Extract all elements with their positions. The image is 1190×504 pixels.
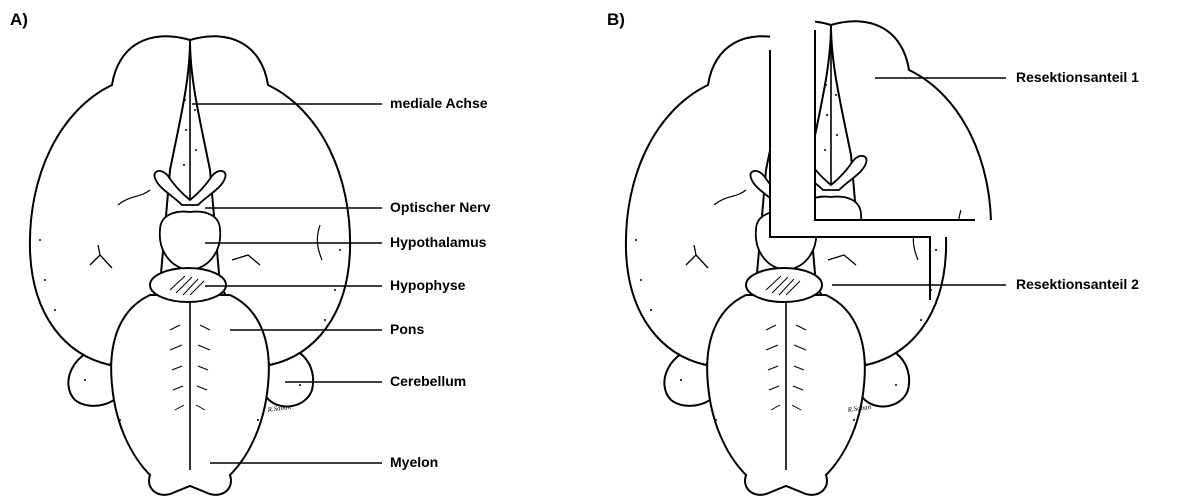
label-resektionsanteil-2: Resektionsanteil 2 [1016, 276, 1139, 292]
artist-signature-a: R.Saban [266, 403, 292, 414]
brain-drawing-a [30, 36, 350, 495]
label-hypothalamus: Hypothalamus [390, 234, 486, 250]
brain-drawing-b [626, 21, 991, 495]
label-myelon: Myelon [390, 454, 438, 470]
label-resektionsanteil-1: Resektionsanteil 1 [1016, 69, 1139, 85]
label-optischer-nerv: Optischer Nerv [390, 199, 490, 215]
label-hypophyse: Hypophyse [390, 277, 465, 293]
label-mediale-achse: mediale Achse [390, 95, 488, 111]
label-pons: Pons [390, 321, 424, 337]
label-cerebellum: Cerebellum [390, 373, 466, 389]
